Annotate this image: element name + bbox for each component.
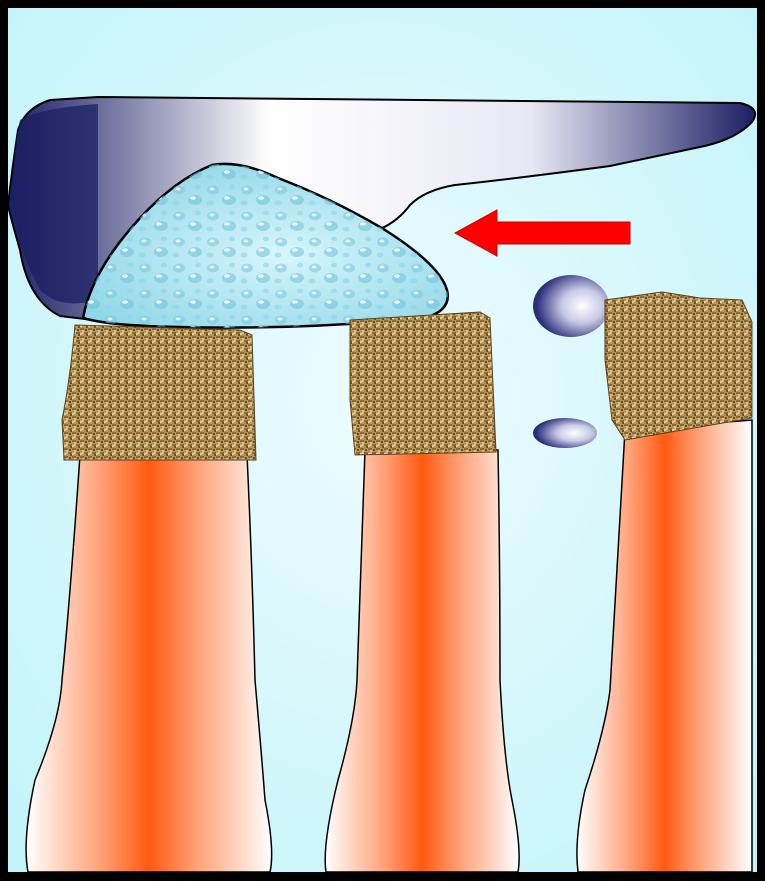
bead-small <box>533 418 597 448</box>
cap-middle <box>350 312 496 455</box>
cap-left <box>62 325 256 460</box>
bottom-frame <box>0 872 765 881</box>
cap-right <box>605 292 752 440</box>
bead-large <box>533 275 609 337</box>
